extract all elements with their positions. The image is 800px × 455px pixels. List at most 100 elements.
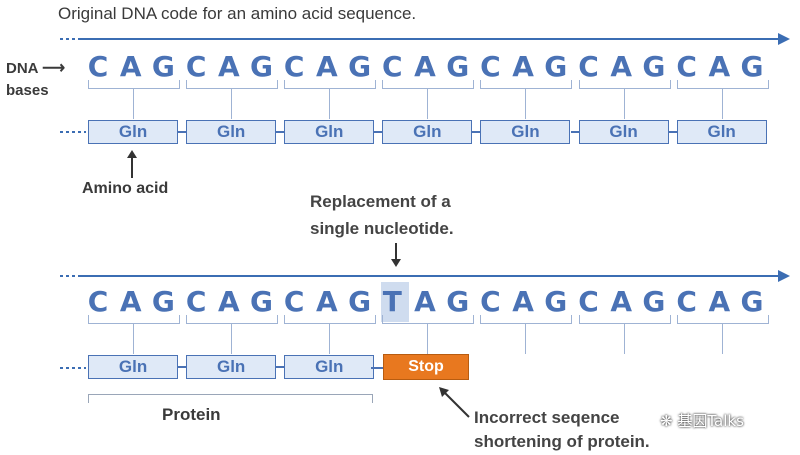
mutated-base-17: G: [642, 285, 666, 318]
incorrect-sequence-label: Incorrect seqence shortening of protein.: [474, 406, 650, 454]
replacement-pointer-arrow: [391, 243, 401, 267]
original-peptide-bond-3: [374, 131, 383, 133]
original-base-2: G: [151, 50, 175, 83]
original-codon-bracket-6: [676, 80, 769, 89]
original-codon-stem-6: [721, 88, 723, 119]
replacement-label-line1: Replacement of a: [310, 192, 451, 211]
original-peptide-bond-2: [276, 131, 285, 133]
original-base-13: A: [512, 50, 534, 83]
mutated-codon-bracket-6: [676, 315, 769, 324]
replacement-label: Replacement of a single nucleotide.: [310, 188, 454, 242]
original-peptide-bond-5: [570, 131, 579, 133]
watermark-text: 基因Talks: [677, 412, 744, 430]
mutated-peptide-bond-2: [276, 366, 285, 368]
mutated-base-16: A: [610, 285, 633, 318]
original-base-15: C: [578, 50, 599, 83]
original-amino-acid-1: Gln: [186, 120, 277, 144]
original-amino-acid-0: Gln: [88, 120, 179, 144]
original-codon-bracket-5: [578, 80, 671, 89]
mutated-strand-arrowhead: [778, 270, 790, 282]
original-base-10: A: [414, 50, 436, 83]
original-base-11: G: [446, 50, 470, 83]
original-base-17: G: [642, 50, 666, 83]
dna-strand-dotted-start: [60, 38, 80, 40]
incorrect-pointer-arrow: [439, 387, 470, 418]
original-codon-bracket-3: [382, 80, 475, 89]
mutated-base-15: C: [578, 285, 599, 318]
mutated-amino-acid-0: Gln: [88, 355, 179, 379]
amino-acid-pointer-arrow: [131, 152, 133, 178]
protein-dotted-start-top: [60, 131, 86, 133]
mutated-codon-bracket-5: [578, 315, 671, 324]
dna-label-line1: DNA: [6, 60, 38, 77]
mutated-base-5: G: [250, 285, 273, 318]
mutated-base-11: G: [446, 285, 470, 318]
original-codon-bracket-1: [186, 80, 279, 89]
dna-strand-arrowhead: [778, 33, 790, 45]
mutated-amino-acid-1: Gln: [186, 355, 277, 379]
mutated-base-10: A: [414, 285, 436, 318]
original-amino-acid-6: Gln: [676, 120, 767, 144]
dna-label-line2: bases: [6, 82, 49, 99]
dna-label: DNA ⟶ bases: [6, 58, 65, 102]
mutated-codon-bracket-0: [88, 315, 181, 324]
mutated-base-14: G: [544, 285, 568, 318]
diagram-title: Original DNA code for an amino acid sequ…: [58, 4, 417, 23]
original-base-8: G: [348, 50, 372, 83]
original-base-5: G: [250, 50, 273, 83]
mutated-strand-dotted-start: [60, 275, 80, 277]
mutated-base-6: C: [283, 285, 305, 318]
mutated-codon-stem-1: [231, 323, 233, 354]
mutated-codon-stem-4: [525, 323, 527, 354]
mutated-base-2: G: [151, 285, 175, 318]
mutated-base-1: A: [119, 285, 142, 318]
mutated-codon-bracket-1: [186, 315, 279, 324]
original-base-3: C: [185, 50, 207, 83]
protein-dotted-start-bottom: [60, 367, 86, 369]
dna-label-arrow: ⟶: [42, 60, 66, 77]
original-codon-stem-4: [525, 88, 527, 119]
mutated-codon-stem-2: [329, 323, 331, 354]
stop-codon-box: Stop: [383, 354, 469, 380]
mutated-base-3: C: [185, 285, 207, 318]
original-amino-acid-4: Gln: [480, 120, 571, 144]
original-base-4: A: [217, 50, 240, 83]
amino-acid-label: Amino acid: [82, 180, 169, 197]
original-amino-acid-5: Gln: [578, 120, 669, 144]
original-base-14: G: [544, 50, 568, 83]
mutated-codon-stem-0: [133, 323, 135, 354]
original-base-12: C: [480, 50, 501, 83]
original-base-7: A: [316, 50, 338, 83]
incorrect-sequence-line2: shortening of protein.: [474, 432, 650, 451]
original-peptide-bond-4: [472, 131, 481, 133]
mutated-codon-stem-5: [623, 323, 625, 354]
original-base-9: C: [382, 50, 403, 83]
original-base-20: G: [740, 50, 764, 83]
mutated-base-8: G: [348, 285, 372, 318]
mutated-base-18: C: [676, 285, 697, 318]
mutated-base-20: G: [740, 285, 764, 318]
mutated-base-12: C: [480, 285, 501, 318]
original-codon-stem-3: [427, 88, 429, 119]
original-base-19: A: [708, 50, 731, 83]
mutated-codon-stem-3: [427, 323, 429, 354]
dna-strand-line: [80, 38, 780, 40]
mutated-codon-bracket-4: [480, 315, 573, 324]
original-base-1: A: [119, 50, 142, 83]
mutated-codon-bracket-3: [382, 315, 475, 324]
incorrect-sequence-line1: Incorrect seqence: [474, 408, 620, 427]
original-amino-acid-2: Gln: [284, 120, 375, 144]
mutated-strand-line: [80, 275, 780, 277]
mutated-base-7: A: [316, 285, 338, 318]
original-codon-bracket-4: [480, 80, 573, 89]
original-codon-stem-1: [231, 88, 233, 119]
original-base-0: C: [87, 50, 109, 83]
watermark-icon: ❋: [660, 412, 673, 430]
mutated-peptide-bond-1: [178, 366, 187, 368]
original-base-6: C: [283, 50, 305, 83]
stop-connector: [371, 367, 383, 369]
protein-label: Protein: [162, 405, 221, 424]
mutated-base-0: C: [87, 285, 109, 318]
mutated-base-9: T: [382, 285, 402, 318]
original-codon-bracket-0: [88, 80, 181, 89]
